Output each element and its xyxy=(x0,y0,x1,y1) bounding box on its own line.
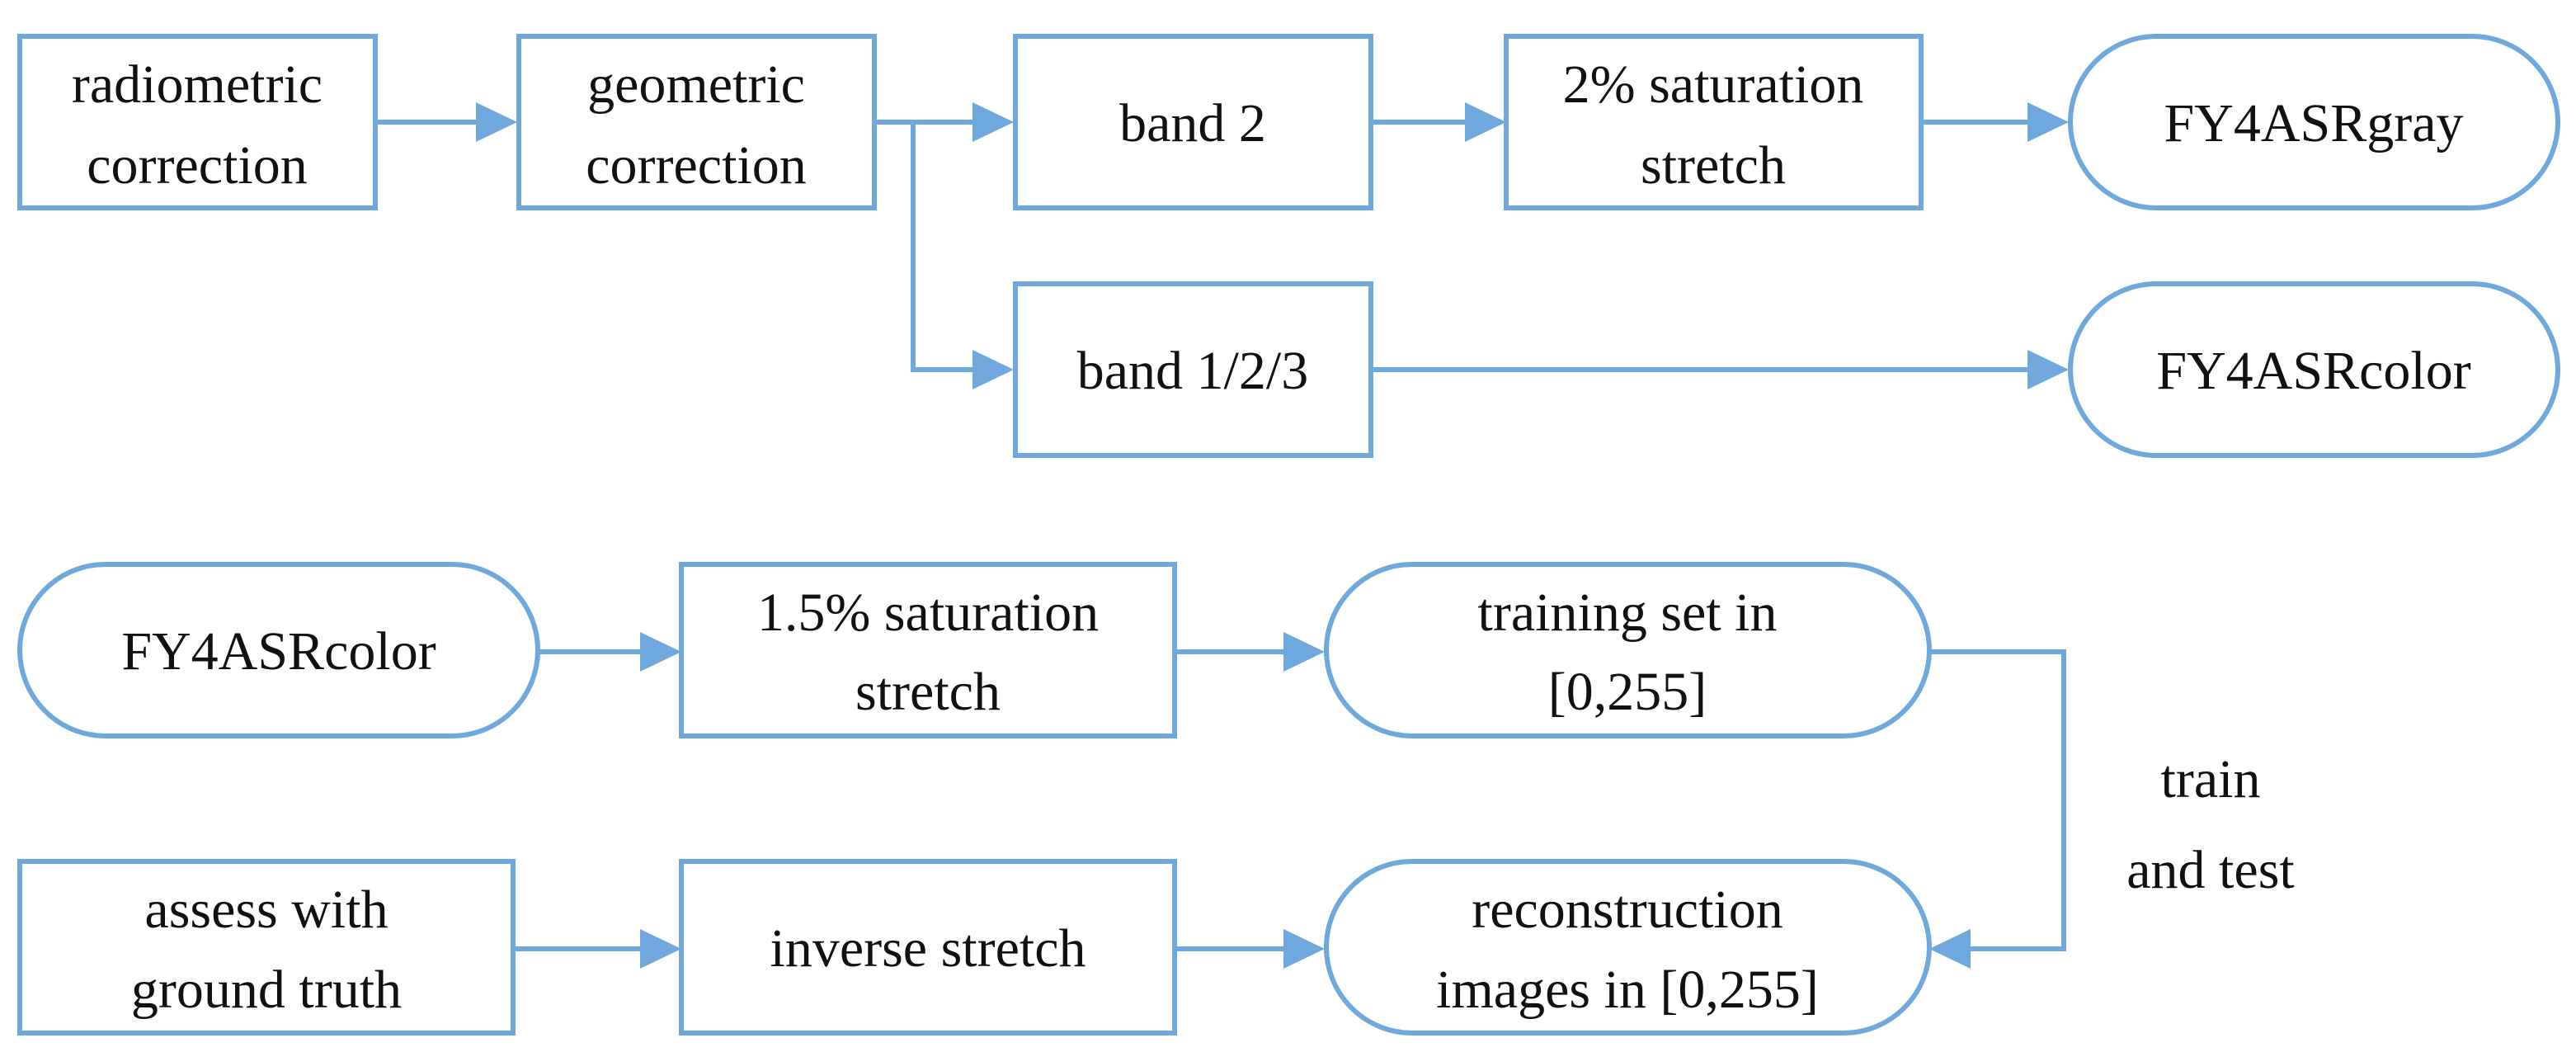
edges xyxy=(375,102,2069,969)
edge-label-train-and-test: train and test xyxy=(2126,749,2294,900)
node-fy4asrcolor-top: FY4ASRcolor xyxy=(2068,281,2560,458)
node-sat2-line2: stretch xyxy=(1641,135,1786,196)
node-geometric-line1: geometric xyxy=(587,54,805,115)
node-assess-line2: ground truth xyxy=(131,960,402,1020)
edge-label-train: train xyxy=(2161,749,2261,809)
edge-inverse-to-reconstruction xyxy=(1175,929,1325,969)
edge-geometric-to-band123 xyxy=(911,122,1014,389)
node-sat15-line2: stretch xyxy=(855,662,1001,722)
node-fy4asrgray-line1: FY4ASRgray xyxy=(2164,93,2463,153)
edge-label-and-test: and test xyxy=(2126,840,2294,900)
node-geometric-correction: geometric correction xyxy=(516,34,877,210)
edge-fy4asrcolor-to-sat15 xyxy=(538,632,681,672)
node-2pct-saturation-stretch: 2% saturation stretch xyxy=(1504,34,1924,210)
node-sat15-line1: 1.5% saturation xyxy=(757,583,1099,643)
node-assess-line1: assess with xyxy=(144,880,388,940)
node-inverse-stretch: inverse stretch xyxy=(679,859,1177,1035)
nodes: radiometric correction geometric correct… xyxy=(17,34,2560,1035)
node-radiometric-line1: radiometric xyxy=(72,54,323,115)
node-band123-line1: band 1/2/3 xyxy=(1077,341,1308,401)
node-fy4asrcolor-bottom-line1: FY4ASRcolor xyxy=(121,621,436,682)
node-training-line1: training set in xyxy=(1478,583,1778,643)
node-1-5pct-saturation-stretch: 1.5% saturation stretch xyxy=(679,562,1177,738)
edge-radiometric-to-geometric xyxy=(375,102,517,142)
node-reconstruction-line1: reconstruction xyxy=(1472,880,1783,940)
edge-sat2-to-fy4asrgray xyxy=(1921,102,2069,142)
node-radiometric-line2: correction xyxy=(87,135,308,196)
node-inverse-line1: inverse stretch xyxy=(770,918,1085,979)
node-radiometric-correction: radiometric correction xyxy=(17,34,378,210)
node-reconstruction-line2: images in [0,255] xyxy=(1436,960,1819,1020)
node-assess-with-ground-truth: assess with ground truth xyxy=(17,859,516,1035)
node-fy4asrgray: FY4ASRgray xyxy=(2068,34,2560,210)
node-band-1-2-3: band 1/2/3 xyxy=(1013,281,1373,458)
node-band-2: band 2 xyxy=(1013,34,1373,210)
node-training-line2: [0,255] xyxy=(1548,662,1707,722)
node-fy4asrcolor-bottom: FY4ASRcolor xyxy=(17,562,540,738)
node-reconstruction-images: reconstruction images in [0,255] xyxy=(1324,859,1932,1035)
node-geometric-line2: correction xyxy=(586,135,807,196)
node-training-set: training set in [0,255] xyxy=(1324,562,1932,738)
node-fy4asrcolor-top-line1: FY4ASRcolor xyxy=(2156,341,2470,401)
edge-assess-to-inverse xyxy=(513,929,681,969)
edge-geometric-to-band2 xyxy=(874,102,1014,142)
node-sat2-line1: 2% saturation xyxy=(1563,54,1864,115)
node-band2-line1: band 2 xyxy=(1119,93,1266,153)
edge-band2-to-sat2 xyxy=(1371,102,1506,142)
edge-training-to-reconstruction xyxy=(1929,649,2066,969)
edge-sat15-to-training xyxy=(1175,632,1325,672)
edge-band123-to-fy4asrcolor xyxy=(1371,350,2069,389)
